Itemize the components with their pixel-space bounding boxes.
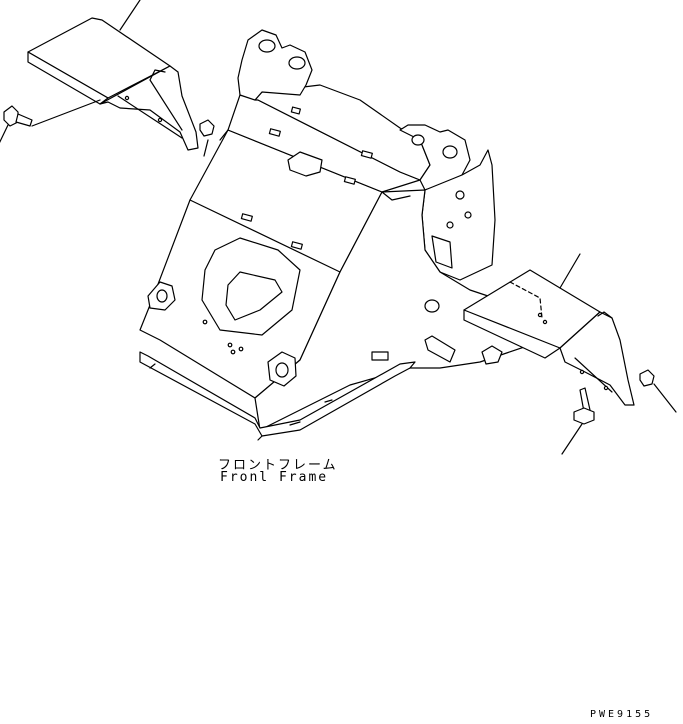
part-name-english: Fronl Frame	[220, 470, 329, 485]
pivot-hole-right-b	[411, 134, 425, 146]
floor-bracket	[424, 335, 456, 363]
right-step-hole-4	[603, 385, 609, 391]
right-plate-hole-3	[446, 221, 454, 229]
right-plate-hole-1	[455, 190, 465, 200]
slot-5	[290, 241, 303, 250]
right-bolt-leader	[561, 423, 583, 455]
right-step-hole-2	[542, 319, 548, 325]
right-nut-leader	[653, 383, 677, 413]
floor-hole-2	[238, 346, 244, 352]
right-step-hole-3	[579, 369, 585, 375]
right-plate-hole-2	[464, 211, 472, 219]
floor-round-hole	[424, 299, 440, 313]
left-nut-body	[199, 119, 215, 137]
slot-4	[240, 213, 253, 222]
left-bolt	[0, 99, 101, 144]
right-bolt	[561, 387, 595, 455]
frame-bottom-rail	[139, 351, 416, 437]
left-nut	[199, 119, 215, 157]
left-bolt-leader	[0, 99, 101, 144]
rail-tab	[371, 351, 389, 361]
pivot-hole-left-a	[258, 39, 276, 53]
floor-hook	[481, 345, 503, 365]
slot-opening	[287, 151, 323, 177]
pivot-hole-right	[442, 145, 458, 159]
right-step-hidden	[509, 281, 543, 319]
right-step-leader	[559, 253, 581, 289]
left-step-brace	[117, 69, 183, 139]
right-step-front	[463, 309, 561, 359]
right-nut	[639, 369, 677, 413]
slot-2	[360, 150, 373, 159]
loader-pivot-left	[237, 29, 313, 101]
front-frame	[139, 29, 546, 441]
fold-lines	[189, 129, 411, 273]
left-step-assembly	[27, 0, 199, 151]
left-step-hole-2	[157, 117, 163, 123]
floor-hole-3	[227, 342, 233, 348]
pivot-hole-left-b	[288, 56, 306, 70]
left-step-bracket	[99, 65, 199, 151]
right-step-assembly	[463, 253, 635, 406]
right-step-hole-1	[537, 312, 543, 318]
inner-bracket	[225, 271, 283, 321]
drawing-code: PWE9155	[590, 709, 654, 720]
loader-pivot-right	[399, 124, 471, 191]
left-bolt-shank	[15, 113, 33, 127]
right-step-bracket	[559, 311, 635, 406]
slot-6	[290, 106, 301, 115]
left-bolt-head	[3, 105, 19, 127]
right-nut-body	[639, 369, 655, 387]
left-nut-leader	[203, 139, 209, 157]
floor-hole-4	[202, 319, 208, 325]
left-step-leader	[119, 0, 141, 31]
slot-1	[268, 128, 281, 137]
left-step-hole-1	[124, 95, 130, 101]
bottom-tabs	[149, 363, 333, 441]
right-plate-bracket	[431, 235, 453, 269]
right-bolt-head	[573, 407, 595, 425]
slot-3	[343, 176, 356, 185]
left-lug-hole	[156, 289, 168, 303]
middle-lug-hole	[275, 362, 289, 378]
floor-hole-1	[230, 349, 236, 355]
part-name-japanese: フロントフレーム	[218, 458, 338, 473]
